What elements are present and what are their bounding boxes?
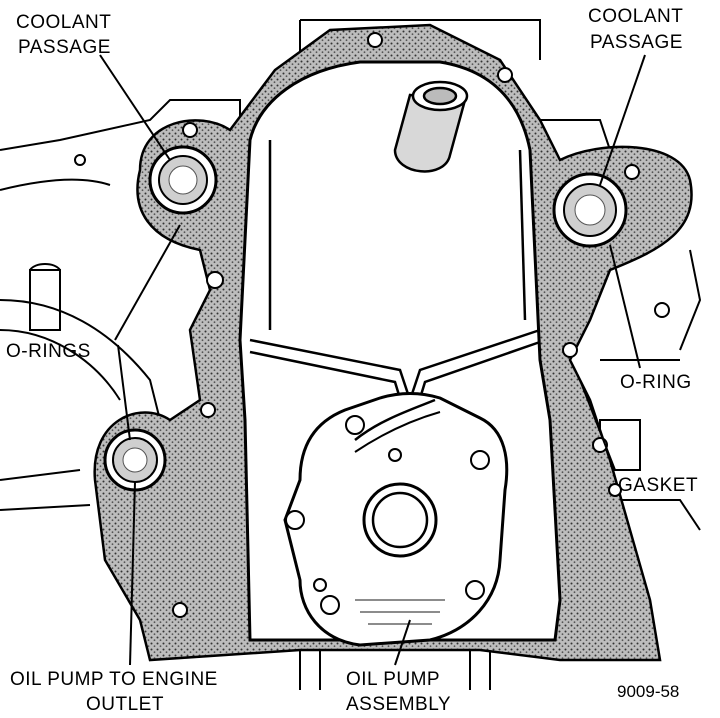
oil-pump-assembly [283, 392, 509, 647]
coolant-passage-right [552, 172, 628, 248]
callout-labels: COOLANT PASSAGE COOLANT PASSAGE O-RINGS … [6, 6, 698, 715]
label-coolant-passage-right-1: COOLANT [588, 6, 683, 27]
figure-id: 9009-58 [617, 682, 679, 701]
oil-outlet-passage [103, 428, 167, 492]
label-oil-pump-outlet-2: OUTLET [86, 694, 164, 715]
label-coolant-passage-right-2: PASSAGE [590, 32, 683, 53]
label-oil-pump-2: ASSEMBLY [346, 694, 451, 715]
label-gasket: GASKET [618, 475, 698, 496]
dowel-pin [393, 80, 469, 173]
label-coolant-passage-left-1: COOLANT [16, 12, 111, 33]
label-o-rings: O-RINGS [6, 341, 91, 362]
label-oil-pump-1: OIL PUMP [346, 669, 440, 690]
label-coolant-passage-left-2: PASSAGE [18, 37, 111, 58]
label-o-ring: O-RING [620, 372, 692, 393]
gasket-bolt-holes [74, 32, 670, 618]
coolant-passage-left [148, 145, 218, 215]
leader-lines [99, 54, 646, 666]
label-oil-pump-outlet-1: OIL PUMP TO ENGINE [10, 669, 218, 690]
